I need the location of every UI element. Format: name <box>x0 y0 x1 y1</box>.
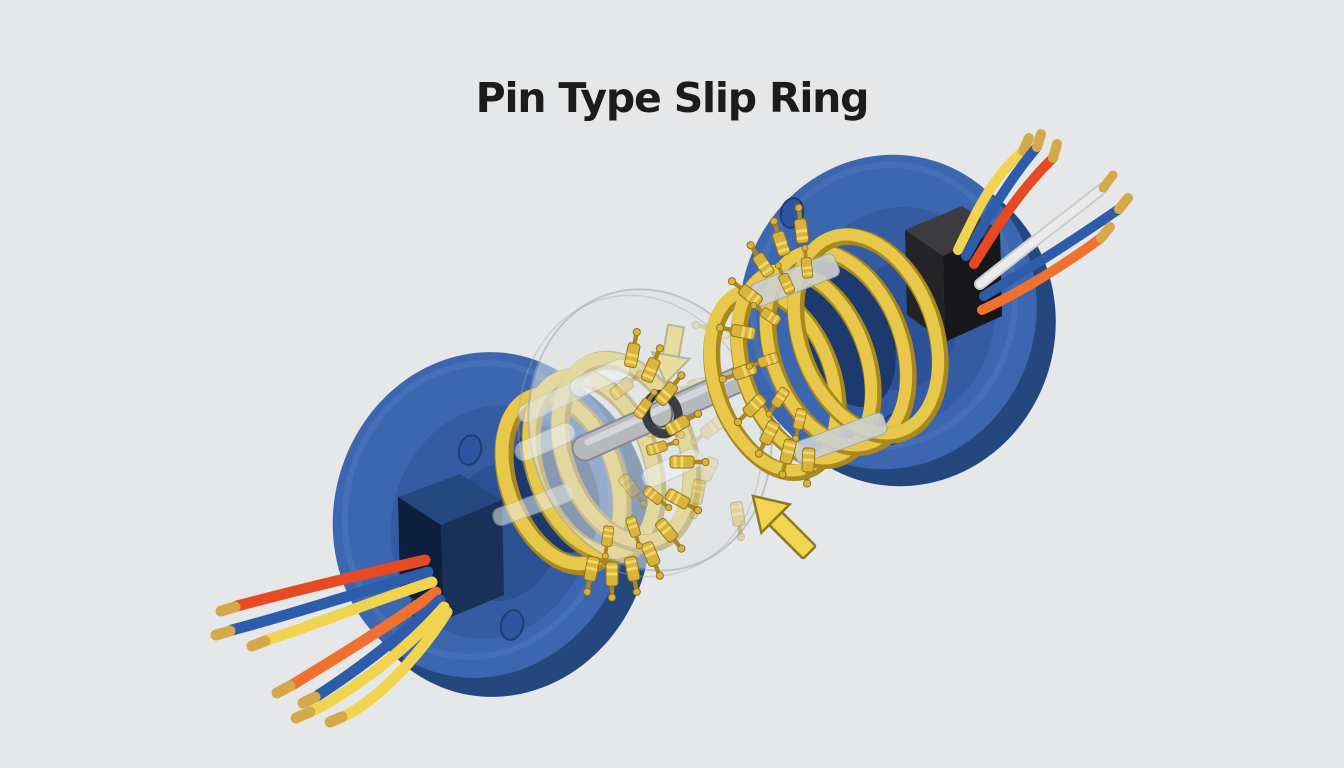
right-lead-wires <box>953 129 1133 315</box>
left-connector-block <box>398 474 504 620</box>
left-lead-wires <box>210 554 453 728</box>
figure-title: Pin Type Slip Ring <box>476 74 869 122</box>
direction-arrow-up-left-icon <box>751 494 817 560</box>
right-spacer-bar-bottom <box>792 412 888 464</box>
